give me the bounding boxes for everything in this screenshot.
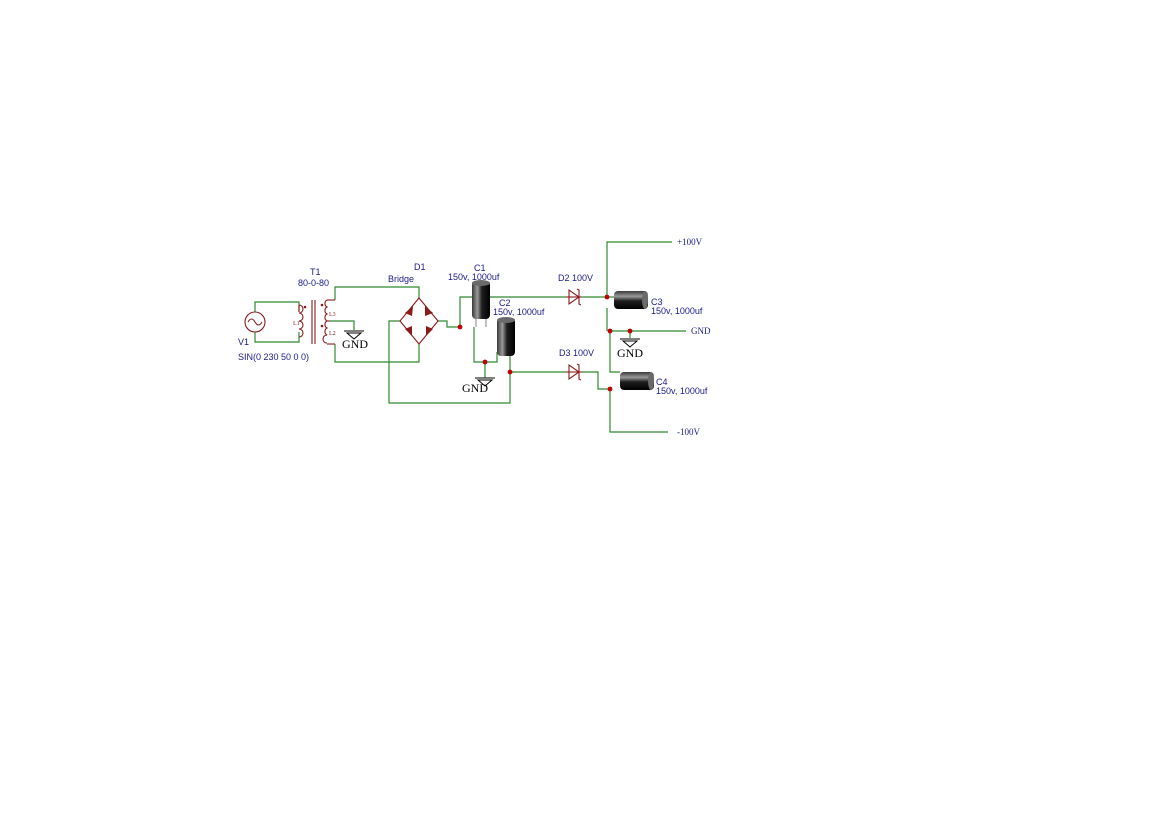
capacitor-body-icon <box>614 291 648 309</box>
bridge-d1[interactable]: D1 Bridge <box>388 262 439 345</box>
coil-l2-label: L2 <box>329 331 336 337</box>
capacitor-top-icon <box>642 291 648 309</box>
d3-label: D3 100V <box>559 348 594 358</box>
ac-source-icon <box>244 311 266 333</box>
junctions <box>457 294 633 392</box>
secondary-coil-bottom-icon <box>322 320 330 344</box>
wire-minus-rail <box>609 389 668 433</box>
zener-bar-icon <box>576 288 582 306</box>
gnd-label: GND <box>462 381 488 395</box>
c1-ref: C1 <box>474 263 486 273</box>
diode-icon <box>425 306 433 316</box>
wire-c1-bottom <box>473 327 485 363</box>
capacitor-body-icon <box>620 372 654 390</box>
diode-icon <box>426 326 433 336</box>
diode-icon <box>405 326 412 336</box>
transformer-t1[interactable]: L1 L3 L2 T1 80-0-80 <box>293 267 336 345</box>
primary-coil-icon <box>298 304 304 338</box>
zener-bar-icon <box>576 363 582 381</box>
bridge-outline <box>399 297 439 345</box>
wire-d3-out <box>582 371 610 390</box>
junction-dot <box>482 359 488 365</box>
c2-ref: C2 <box>499 298 511 308</box>
ground-icon <box>621 340 639 348</box>
port-gnd: GND <box>691 326 711 336</box>
polarity-dot-icon <box>303 305 307 309</box>
polarity-dot-icon <box>320 324 324 328</box>
ground-3: GND <box>617 338 643 360</box>
ground-2: GND <box>462 377 495 395</box>
d1-value: Bridge <box>388 274 414 284</box>
wire-to-c1-top <box>459 296 474 327</box>
wire-center-tap <box>330 320 355 330</box>
capacitor-top-icon <box>472 280 490 286</box>
d2-label: D2 100V <box>558 273 593 283</box>
diode-d2[interactable]: D2 100V <box>558 273 593 306</box>
wire-bridge-plus <box>438 320 460 328</box>
coil-l3-label: L3 <box>329 312 336 318</box>
c4-ref: C4 <box>656 377 668 387</box>
wire-c2-top <box>485 352 498 363</box>
diode-icon <box>405 306 413 316</box>
wire-bridge-minus <box>388 320 511 404</box>
junction-dot <box>607 386 613 392</box>
capacitor-c1[interactable]: C1 150v, 1000uf <box>448 263 500 327</box>
gnd-label: GND <box>617 346 643 360</box>
secondary-coil-top-icon <box>324 299 329 322</box>
junction-dot <box>607 328 613 334</box>
junction-dot <box>627 328 633 334</box>
c3-ref: C3 <box>651 297 663 307</box>
capacitor-top-icon <box>497 317 515 323</box>
junction-dot <box>457 324 463 330</box>
capacitor-c2[interactable]: C2 150v, 1000uf <box>493 298 545 356</box>
c1-value: 150v, 1000uf <box>448 272 500 282</box>
v1-ref: V1 <box>238 337 249 347</box>
wire-secondary-bottom <box>334 344 420 363</box>
wire-secondary-top <box>334 286 420 300</box>
t1-ref: T1 <box>310 267 321 277</box>
capacitor-c4[interactable]: C4 150v, 1000uf <box>620 372 708 396</box>
v1-value: SIN(0 230 50 0 0) <box>238 352 309 362</box>
capacitor-body-icon <box>497 318 515 356</box>
junction-dot <box>604 294 610 300</box>
coil-l1-label: L1 <box>293 321 300 327</box>
wire-v1-bottom <box>254 332 300 343</box>
capacitor-body-icon <box>472 281 490 319</box>
t1-value: 80-0-80 <box>298 278 329 288</box>
source-v1[interactable]: V1 SIN(0 230 50 0 0) <box>238 311 309 362</box>
polarity-dot-icon <box>320 303 324 307</box>
wire-plus-rail <box>606 241 672 297</box>
zener-diode-icon <box>568 288 580 306</box>
sine-wave-icon <box>247 318 263 326</box>
zener-diode-icon <box>568 363 580 381</box>
wire-v1-top <box>254 301 300 312</box>
d1-ref: D1 <box>414 262 426 272</box>
c4-value: 150v, 1000uf <box>656 386 708 396</box>
diode-d3[interactable]: D3 100V <box>559 348 594 381</box>
capacitor-c3[interactable]: C3 150v, 1000uf <box>614 291 703 316</box>
c3-value: 150v, 1000uf <box>651 306 703 316</box>
capacitor-top-icon <box>648 372 654 390</box>
junction-dot <box>507 369 513 375</box>
wire-c4-top <box>609 331 620 373</box>
ground-1: GND <box>342 330 368 351</box>
c2-value: 150v, 1000uf <box>493 307 545 317</box>
port-minus-100v: -100V <box>677 427 700 437</box>
port-plus-100v: +100V <box>677 237 703 247</box>
gnd-label: GND <box>342 337 368 351</box>
ground-icon <box>345 332 363 340</box>
ground-icon <box>476 379 494 387</box>
